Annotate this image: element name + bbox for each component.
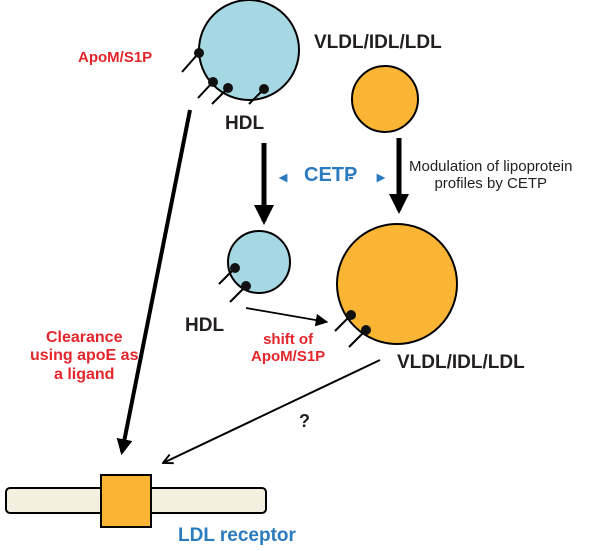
- modulation-line-2: profiles by CETP: [434, 175, 547, 193]
- hdl-particle-small: [227, 230, 291, 294]
- shift-line-1: shift of: [263, 331, 314, 348]
- shift-apom-label: shift of ApoM/S1P: [251, 331, 325, 366]
- ldl-receptor-label: LDL receptor: [178, 525, 296, 546]
- apom-s1p-lollipops-hdl-small: [218, 263, 251, 303]
- vldl-particle-large: [336, 223, 458, 345]
- clearance-line-2: using apoE as: [30, 347, 139, 365]
- vldl-particle-small: [351, 65, 419, 133]
- modulation-line-1: Modulation of lipoprotein: [409, 158, 573, 175]
- arrow-vldl-to-receptor: [163, 359, 381, 463]
- apom-s1p-label-top: ApoM/S1P: [78, 49, 153, 66]
- modulation-note: Modulation of lipoprotein profiles by CE…: [409, 158, 572, 193]
- clearance-line-1: Clearance: [45, 329, 123, 346]
- question-mark: ?: [299, 411, 310, 431]
- apom-s1p-lollipops-vldl-large: [334, 310, 371, 348]
- arrow-shift-apom: [245, 307, 329, 327]
- vldl-label-large: VLDL/IDL/LDL: [397, 352, 525, 373]
- ldl-receptor-box: [100, 474, 152, 528]
- arrow-clearance: [116, 109, 192, 456]
- hdl-label-top: HDL: [225, 113, 265, 134]
- apom-s1p-lollipops-hdl-large: [181, 48, 269, 105]
- clearance-line-3: a ligand: [54, 365, 115, 383]
- shift-line-2: ApoM/S1P: [251, 348, 326, 366]
- hdl-label-small: HDL: [185, 315, 225, 336]
- cetp-label: CETP: [304, 164, 358, 186]
- clearance-label: Clearance using apoE as a ligand: [30, 329, 138, 384]
- vldl-label-top: VLDL/IDL/LDL: [314, 32, 442, 53]
